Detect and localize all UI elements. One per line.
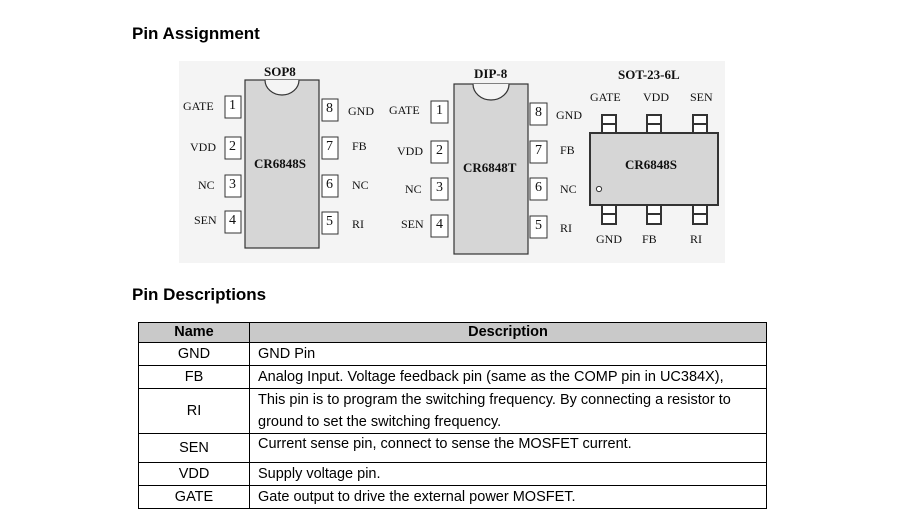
sop8-notch: [264, 79, 300, 96]
sop8-pin3-label: NC: [198, 178, 215, 192]
table-row: VDD Supply voltage pin.: [138, 462, 767, 486]
sop8-pin5-label: RI: [352, 217, 364, 231]
sop8-pin3-number: 3: [229, 177, 236, 192]
sop8-pin5-number: 5: [326, 214, 333, 229]
table-row: GATE Gate output to drive the external p…: [138, 485, 767, 509]
sop8-pin1-number: 1: [229, 98, 236, 113]
dip8-pin-box: [430, 214, 449, 238]
pin-description-cell: Current sense pin, connect to sense the …: [249, 433, 767, 463]
dip8-title: DIP-8: [474, 66, 508, 81]
sot23-chip-body: [589, 132, 719, 206]
sop8-pin8-number: 8: [326, 101, 333, 116]
header-name: Name: [138, 322, 250, 343]
dip8-notch: [472, 83, 510, 101]
sop8-pin2-number: 2: [229, 139, 236, 154]
pin-name-cell: GND: [138, 342, 250, 366]
sop8-pin4-number: 4: [229, 213, 236, 228]
sot23-title: SOT-23-6L: [618, 67, 680, 82]
pin-descriptions-heading: Pin Descriptions: [132, 285, 267, 304]
pin-name-cell: SEN: [138, 433, 250, 463]
dip8-pin3-label: NC: [405, 182, 422, 196]
dip8-pin4-label: SEN: [401, 217, 424, 231]
sop8-pin7-label: FB: [352, 139, 367, 153]
table-row: FB Analog Input. Voltage feedback pin (s…: [138, 365, 767, 389]
dip8-pin8-number: 8: [535, 105, 542, 120]
sop8-pin-box: [224, 174, 242, 198]
dip8-pin6-label: NC: [560, 182, 577, 196]
sop8-chip-body: [244, 79, 320, 249]
sop8-pin-box: [321, 211, 339, 235]
sop8-pin7-number: 7: [326, 139, 333, 154]
pin-description-table: Name Description GND GND Pin FB Analog I…: [138, 322, 767, 509]
dip8-pin-box: [529, 177, 548, 201]
dip8-pin1-label: GATE: [389, 103, 420, 117]
sop8-pin8-label: GND: [348, 104, 374, 118]
dip8-pin5-number: 5: [535, 218, 542, 233]
dip8-pin6-number: 6: [535, 180, 542, 195]
dip8-chip-label: CR6848T: [463, 160, 517, 175]
pin-name-cell: VDD: [138, 462, 250, 486]
dip8-pin1-number: 1: [436, 103, 443, 118]
pin-name-cell: RI: [138, 388, 250, 434]
sop8-title: SOP8: [264, 64, 296, 79]
sot23-pin1-dot: [595, 185, 603, 193]
sot23-diagram: [589, 114, 719, 225]
sop8-pin-box: [224, 95, 242, 119]
dip8-diagram: [430, 83, 548, 255]
pin-name-cell: GATE: [138, 485, 250, 509]
dip8-pin-box: [430, 177, 449, 201]
dip8-pin-box: [430, 100, 449, 124]
sot23-chip-label: CR6848S: [625, 157, 678, 172]
sop8-pin1-label: GATE: [183, 99, 214, 113]
pin-description-cell: Analog Input. Voltage feedback pin (same…: [249, 365, 767, 389]
sop8-pin6-label: NC: [352, 178, 369, 192]
pin-description-cell: Gate output to drive the external power …: [249, 485, 767, 509]
pin-name-cell: FB: [138, 365, 250, 389]
header-description: Description: [249, 322, 767, 343]
sop8-pin-box: [224, 210, 242, 234]
dip8-pin7-label: FB: [560, 143, 575, 157]
dip8-pin2-number: 2: [436, 143, 443, 158]
dip8-pin-box: [529, 215, 548, 239]
table-row: SEN Current sense pin, connect to sense …: [138, 433, 767, 463]
sot23-bottom-label-gnd: GND: [596, 232, 622, 246]
dip8-pin-box: [430, 140, 449, 164]
pin-assignment-heading: Pin Assignment: [132, 24, 260, 43]
sot23-bottom-label-ri: RI: [690, 232, 702, 246]
dip8-pin4-number: 4: [436, 217, 443, 232]
dip8-pin8-label: GND: [556, 108, 582, 122]
sot23-bottom-label-fb: FB: [642, 232, 657, 246]
pin-description-cell: This pin is to program the switching fre…: [249, 388, 767, 434]
sot23-top-label-gate: GATE: [590, 90, 621, 104]
table-row: GND GND Pin: [138, 342, 767, 366]
dip8-pin3-number: 3: [436, 180, 443, 195]
sop8-pin-box: [321, 136, 339, 160]
dip8-pin5-label: RI: [560, 221, 572, 235]
sop8-pin-box: [321, 174, 339, 198]
sop8-diagram: [224, 79, 339, 249]
pin-description-cell: GND Pin: [249, 342, 767, 366]
sop8-pin2-label: VDD: [190, 140, 216, 154]
dip8-pin7-number: 7: [535, 143, 542, 158]
sot23-top-label-vdd: VDD: [643, 90, 669, 104]
sop8-chip-label: CR6848S: [254, 156, 307, 171]
dip8-pin2-label: VDD: [397, 144, 423, 158]
sop8-pin-box: [321, 98, 339, 122]
sop8-pin6-number: 6: [326, 177, 333, 192]
dip8-pin-box: [529, 140, 548, 164]
sot23-top-label-sen: SEN: [690, 90, 713, 104]
table-row: RI This pin is to program the switching …: [138, 388, 767, 434]
table-header-row: Name Description: [138, 322, 767, 343]
sop8-pin-box: [224, 136, 242, 160]
sop8-pin4-label: SEN: [194, 213, 217, 227]
dip8-pin-box: [529, 102, 548, 126]
pin-description-cell: Supply voltage pin.: [249, 462, 767, 486]
